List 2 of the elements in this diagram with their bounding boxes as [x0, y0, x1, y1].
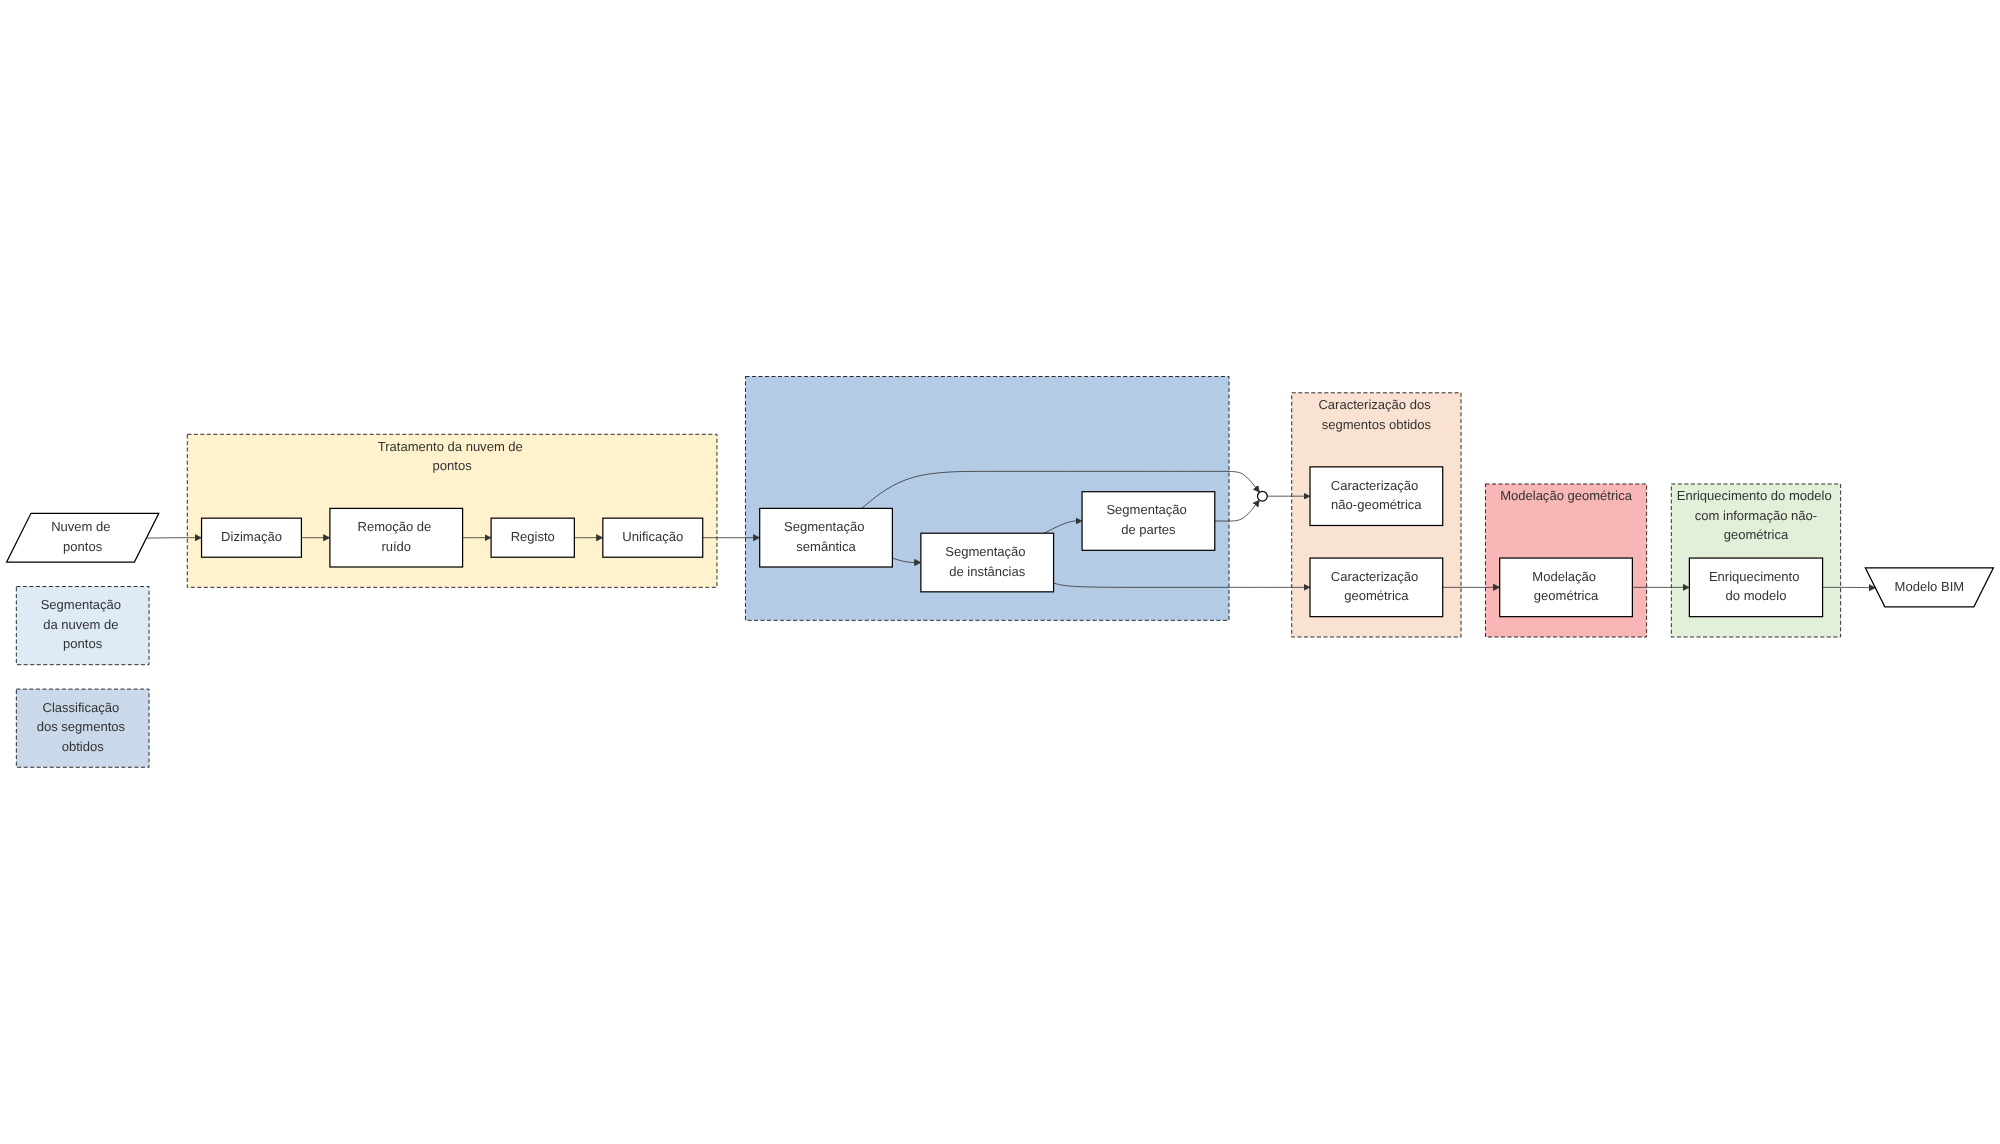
node-circle — [1256, 490, 1268, 502]
cluster — [745, 376, 1230, 621]
